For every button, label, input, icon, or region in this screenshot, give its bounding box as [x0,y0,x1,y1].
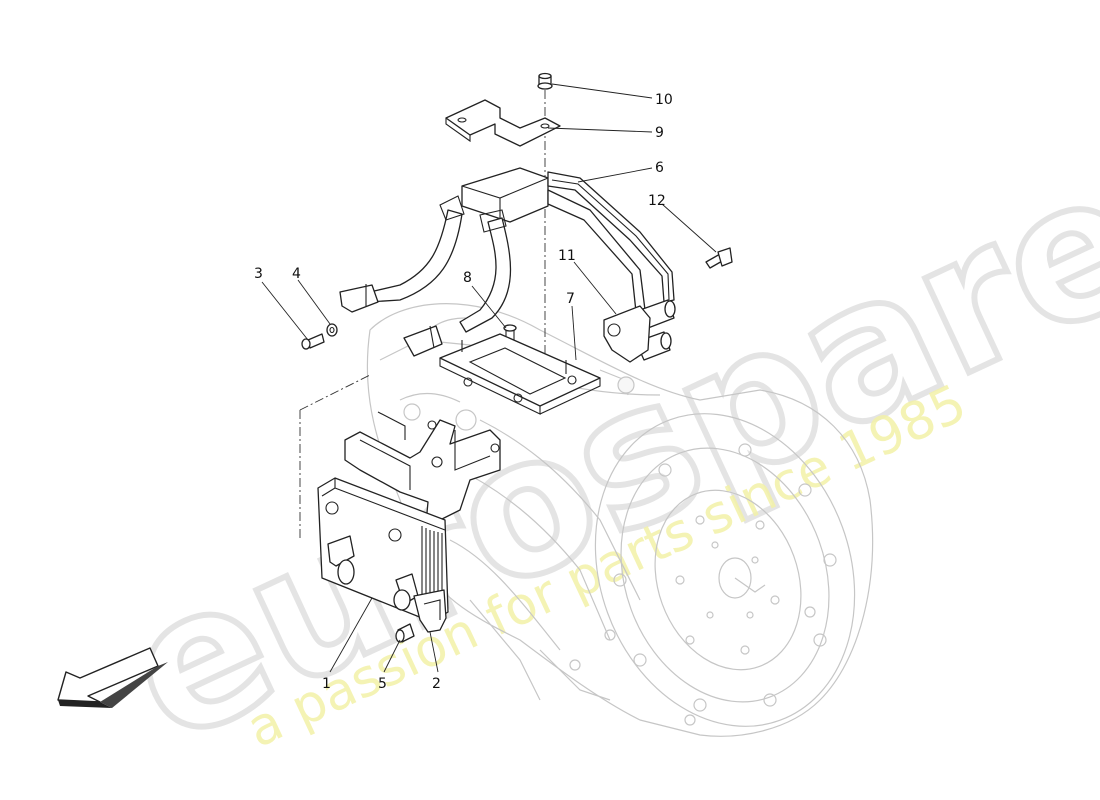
callout-7: 7 [566,291,575,307]
callout-labels: 10 9 6 12 11 8 7 3 4 1 5 2 [254,92,673,692]
cooler-bracket [344,411,501,541]
part-5-screw [395,623,415,643]
flange-bolts [613,443,837,712]
callout-6: 6 [655,160,664,176]
part-11-clamp [603,305,651,363]
leader-lines [261,83,717,673]
part-4-washer [326,323,338,337]
callout-2: 2 [432,676,441,692]
part-12-bolt [705,247,733,269]
part-3-bolt [301,333,325,350]
direction-arrow-icon [57,647,168,708]
part-7-plate [439,333,601,415]
watermark: eurospares a passion for parts since 198… [93,75,1100,789]
callout-11: 11 [558,248,576,264]
callout-1: 1 [322,676,331,692]
callout-9: 9 [655,125,664,141]
callout-10: 10 [655,92,673,108]
part-6-hose-assembly [339,167,676,361]
part-1-oil-cooler [317,477,449,623]
callout-12: 12 [648,193,666,209]
part-10-nut [537,72,553,90]
callout-5: 5 [378,676,387,692]
part-2-clip [413,589,447,633]
callout-8: 8 [463,270,472,286]
part-9-bracket [445,99,561,147]
callout-4: 4 [292,266,301,282]
callout-3: 3 [254,266,263,282]
